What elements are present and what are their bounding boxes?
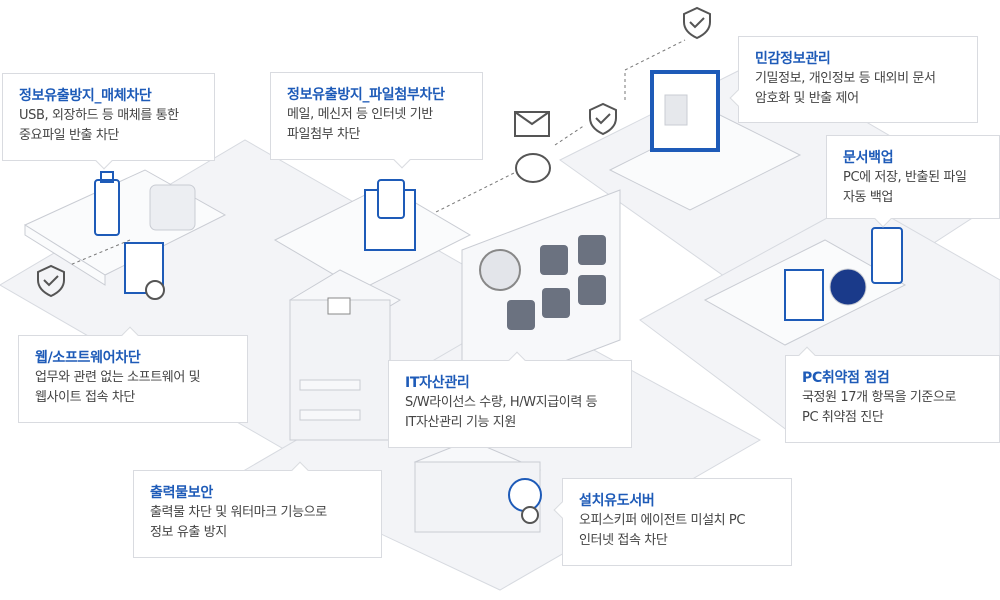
callout-install-server: 설치유도서버 오피스키퍼 에이전트 미설치 PC 인터넷 접속 차단	[562, 478, 792, 566]
callout-desc: USB, 외장하드 등 매체를 통한 중요파일 반출 차단	[19, 108, 179, 143]
callout-web-software-block: 웹/소프트웨어차단 업무와 관련 없는 소프트웨어 및 웹사이트 접속 차단	[18, 335, 248, 423]
callout-title: 정보유출방지_파일첨부차단	[287, 87, 445, 103]
callout-title: 문서백업	[843, 150, 894, 166]
callout-sensitive-info: 민감정보관리 기밀정보, 개인정보 등 대외비 문서 암호화 및 반출 제어	[738, 36, 978, 123]
callout-title: PC취약점 점검	[802, 370, 890, 386]
callout-print-security: 출력물보안 출력물 차단 및 워터마크 기능으로 정보 유출 방지	[133, 470, 382, 558]
desk-left	[23, 169, 227, 286]
callout-desc: 오피스키퍼 에이전트 미설치 PC 인터넷 접속 차단	[579, 513, 746, 548]
callout-desc: 출력물 차단 및 워터마크 기능으로 정보 유출 방지	[150, 505, 327, 540]
callout-media-block: 정보유출방지_매체차단 USB, 외장하드 등 매체를 통한 중요파일 반출 차…	[2, 73, 215, 161]
it-asset-panel	[461, 189, 621, 401]
shield-check-icon	[37, 6, 711, 298]
desk-center	[273, 179, 472, 291]
callout-title: 민감정보관리	[755, 51, 831, 67]
callout-attachment-block: 정보유출방지_파일첨부차단 메일, 메신저 등 인터넷 기반 파일첨부 차단	[270, 72, 483, 160]
server	[413, 439, 542, 533]
usb-icon	[94, 171, 120, 236]
dashed-arrows	[69, 39, 686, 266]
callout-document-backup: 문서백업 PC에 저장, 반출된 파일 자동 백업	[826, 135, 1000, 219]
callout-title: 설치유도서버	[579, 493, 655, 509]
callout-desc: 업무와 관련 없는 소프트웨어 및 웹사이트 접속 차단	[35, 370, 201, 405]
callout-desc: 기밀정보, 개인정보 등 대외비 문서 암호화 및 반출 제어	[755, 71, 936, 106]
callout-title: IT자산관리	[405, 375, 470, 391]
callout-desc: 메일, 메신저 등 인터넷 기반 파일첨부 차단	[287, 107, 433, 142]
callout-title: 정보유출방지_매체차단	[19, 88, 152, 104]
callout-title: 출력물보안	[150, 485, 213, 501]
desk-right-bottom	[703, 227, 907, 346]
printer	[288, 269, 402, 441]
browser-block-icon	[124, 242, 165, 300]
callout-desc: S/W라이선스 수량, H/W지급이력 등 IT자산관리 기능 지원	[405, 395, 598, 430]
callout-desc: PC에 저장, 반출된 파일 자동 백업	[843, 170, 967, 205]
desk-right-top	[608, 70, 802, 211]
callout-desc: 국정원 17개 항목을 기준으로 PC 취약점 진단	[802, 390, 957, 425]
callout-pc-vulnerability: PC취약점 점검 국정원 17개 항목을 기준으로 PC 취약점 진단	[785, 355, 1000, 443]
callout-title: 웹/소프트웨어차단	[35, 350, 141, 366]
mail-icon	[514, 111, 551, 183]
callout-it-asset: IT자산관리 S/W라이선스 수량, H/W지급이력 등 IT자산관리 기능 지…	[388, 360, 632, 448]
